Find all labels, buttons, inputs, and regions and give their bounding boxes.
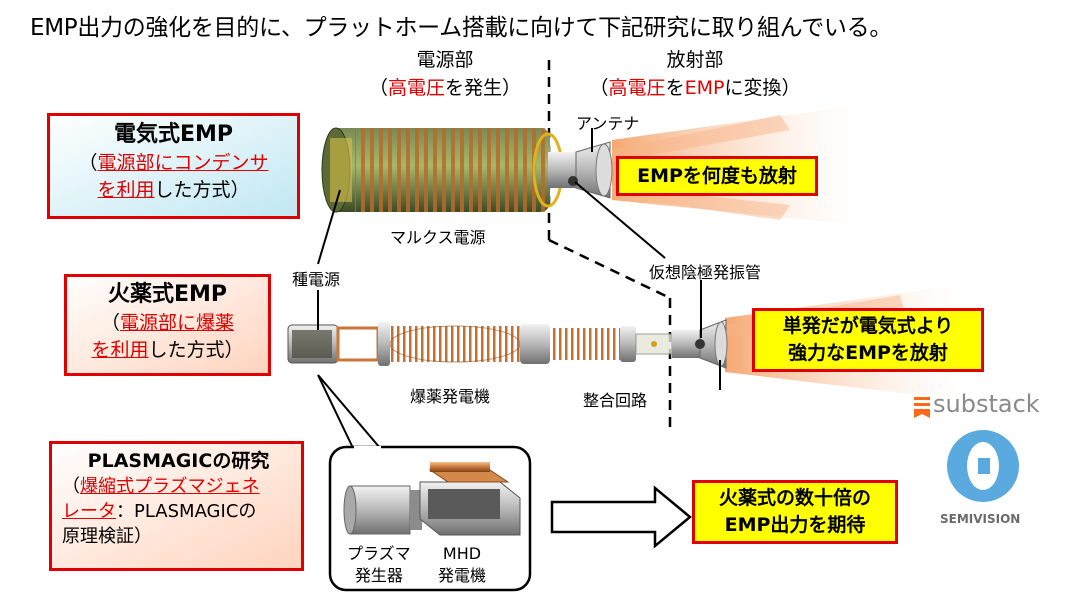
plasmagic-result-line-1: 火薬式の数十倍の — [718, 487, 871, 509]
substack-watermark: substack — [933, 390, 1040, 418]
power-section-name: 電源部 — [416, 49, 474, 71]
electric-box-bg — [47, 113, 300, 219]
divider-diagonal — [548, 238, 671, 300]
plasma-generator-label-line-2: 発生器 — [354, 566, 403, 585]
marx-generator-label: マルクス電源 — [390, 228, 486, 247]
explosive-emp-desc-2: を利用した方式） — [91, 339, 244, 361]
plasmagic-desc-2: レータ：PLASMAGICの — [62, 501, 257, 522]
explosive-box-bg — [64, 274, 271, 376]
leader-seed-top — [317, 189, 341, 265]
electric-emp-box: 電気式EMP （電源部にコンデンサ を利用した方式） — [47, 113, 300, 219]
explosive-emp-desc-1: （電源部に爆薬 — [100, 312, 235, 334]
plasma-generator-label: プラズマ 発生器 — [347, 543, 411, 587]
explosive-generator-label: 爆薬発電機 — [410, 387, 491, 406]
substack-logo-icon — [914, 397, 930, 418]
plasmagic-title: PLASMAGICの研究 — [87, 450, 270, 472]
explosive-result-line-1: 単発だが電気式より — [782, 315, 954, 337]
radiation-section-header: 放射部 （高電圧をEMPに変換） — [565, 46, 825, 102]
plasmagic-box-bg — [49, 441, 304, 571]
power-section-desc: （高電圧を発生） — [368, 77, 522, 99]
plasma-generator-label-line-1: プラズマ — [347, 544, 411, 563]
explosive-emp-box: 火薬式EMP （電源部に爆薬 を利用した方式） — [64, 274, 271, 376]
radiation-section-name: 放射部 — [666, 49, 724, 71]
result-arrow — [550, 485, 692, 549]
semivision-watermark: SEMIVISION — [940, 512, 1021, 526]
mhd-generator-label-line-1: MHD — [442, 544, 482, 563]
semivision-logo-icon — [947, 430, 1019, 502]
explosive-result-line-2: 強力なEMPを放射 — [788, 342, 948, 364]
explosive-generator-graphic — [287, 319, 728, 369]
electric-emp-desc-1: （電源部にコンデンサ — [78, 152, 269, 174]
seed-source-label: 種電源 — [292, 270, 341, 289]
mhd-generator-label-line-2: 発電機 — [438, 566, 487, 585]
plasmagic-result-callout: 火薬式の数十倍の EMP出力を期待 — [692, 480, 898, 544]
vircator-label: 仮想陰極発振管 — [649, 263, 762, 282]
plasmagic-desc-3: 原理検証） — [62, 526, 152, 547]
matching-circuit-label: 整合回路 — [583, 391, 648, 410]
marx-generator-graphic — [321, 127, 613, 213]
electric-result-callout: EMPを何度も放射 — [616, 156, 818, 196]
explosive-result-callout: 単発だが電気式より 強力なEMPを放射 — [752, 308, 984, 372]
mhd-generator-label: MHD 発電機 — [438, 543, 486, 587]
plasmagic-desc-1: （爆縮式プラズマジェネ — [62, 476, 260, 497]
explosive-emp-title: 火薬式EMP — [107, 282, 228, 307]
power-section-header: 電源部 （高電圧を発生） — [355, 46, 535, 102]
electric-emp-title: 電気式EMP — [113, 122, 234, 147]
antenna-label: アンテナ — [576, 114, 640, 133]
plasmagic-box: PLASMAGICの研究 （爆縮式プラズマジェネ レータ：PLASMAGICの … — [49, 441, 304, 571]
plasmagic-graphic — [343, 462, 521, 536]
page-title: EMP出力の強化を目的に、プラットホーム搭載に向けて下記研究に取り組んでいる。 — [30, 15, 893, 41]
electric-emp-desc-2: を利用した方式） — [97, 179, 250, 201]
plasmagic-result-line-2: EMP出力を期待 — [724, 514, 866, 536]
leader-vircator-top — [574, 181, 666, 259]
radiation-section-desc: （高電圧をEMPに変換） — [589, 77, 801, 99]
